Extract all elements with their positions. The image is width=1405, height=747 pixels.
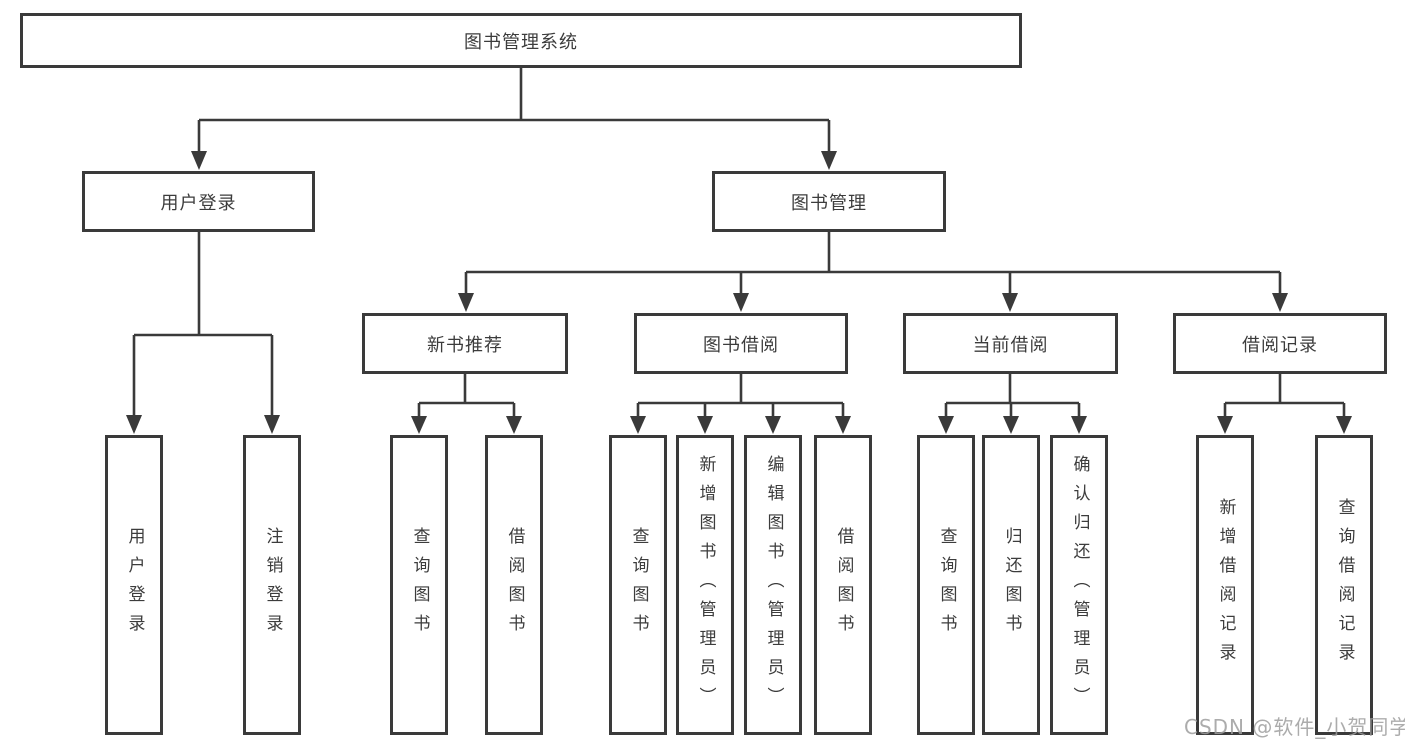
node-label: 图书借阅 [703,334,779,356]
node-new-book-recommend: 新书推荐 [362,313,568,374]
edge-root-to-children [191,68,837,170]
arrowhead-icon [938,416,954,434]
arrowhead-icon [458,293,474,312]
node-label: 查询图书 [628,527,649,643]
leaf-query-borrow-record: 查询借阅记录 [1315,435,1373,735]
watermark: CSDN @软件_小贺同学 [1184,715,1405,739]
node-book-borrowing: 图书借阅 [634,313,848,374]
leaf-edit-books-admin: 编辑图书（管理员） [744,435,802,735]
arrowhead-icon [191,151,207,170]
node-book-management: 图书管理 [712,171,946,232]
node-label: 借阅图书 [504,527,525,643]
arrowhead-icon [697,416,713,434]
edge-book-management-to-children [458,232,1288,312]
arrowhead-icon [1217,416,1233,434]
arrowhead-icon [821,151,837,170]
node-user-login: 用户登录 [82,171,315,232]
leaf-query-books-current: 查询图书 [917,435,975,735]
leaf-return-books: 归还图书 [982,435,1040,735]
arrowhead-icon [264,415,280,434]
arrowhead-icon [835,416,851,434]
arrowhead-icon [1272,293,1288,312]
node-label: 注销登录 [262,527,283,643]
node-label: 借阅记录 [1242,334,1318,356]
leaf-add-books-admin: 新增图书（管理员） [676,435,734,735]
arrowhead-icon [1003,416,1019,434]
edge-current-borrowing-to-children [938,374,1087,434]
leaf-add-borrow-record: 新增借阅记录 [1196,435,1254,735]
arrowhead-icon [411,416,427,434]
node-label: 查询图书 [936,527,957,643]
arrowhead-icon [1002,293,1018,312]
node-label: 新增图书（管理员） [695,454,716,716]
node-label: 确认归还（管理员） [1069,454,1090,716]
leaf-borrow-books-recommend: 借阅图书 [485,435,543,735]
arrowhead-icon [630,416,646,434]
edge-book-borrowing-to-children [630,374,851,434]
arrowhead-icon [506,416,522,434]
node-label: 编辑图书（管理员） [763,454,784,716]
node-current-borrowing: 当前借阅 [903,313,1118,374]
leaf-query-books-borrowing: 查询图书 [609,435,667,735]
leaf-user-login: 用户登录 [105,435,163,735]
node-label: 用户登录 [160,192,237,214]
edge-user-login-to-children [126,232,280,434]
leaf-confirm-return-admin: 确认归还（管理员） [1050,435,1108,735]
edge-borrowing-records-to-children [1217,374,1352,434]
node-label: 图书管理系统 [464,31,578,53]
node-label: 借阅图书 [833,527,854,643]
node-label: 新书推荐 [427,334,503,356]
arrowhead-icon [1336,416,1352,434]
node-root-system: 图书管理系统 [20,13,1022,68]
leaf-query-books-recommend: 查询图书 [390,435,448,735]
node-label: 查询借阅记录 [1334,498,1355,672]
arrowhead-icon [733,293,749,312]
node-label: 查询图书 [409,527,430,643]
node-borrowing-records: 借阅记录 [1173,313,1387,374]
leaf-logout: 注销登录 [243,435,301,735]
arrowhead-icon [765,416,781,434]
node-label: 新增借阅记录 [1215,498,1236,672]
node-label: 图书管理 [791,192,867,214]
node-label: 当前借阅 [972,334,1049,356]
arrowhead-icon [1071,416,1087,434]
node-label: 用户登录 [124,527,145,643]
leaf-borrow-books: 借阅图书 [814,435,872,735]
arrowhead-icon [126,415,142,434]
node-label: 归还图书 [1001,527,1022,643]
edge-new-book-recommend-to-children [411,374,522,434]
